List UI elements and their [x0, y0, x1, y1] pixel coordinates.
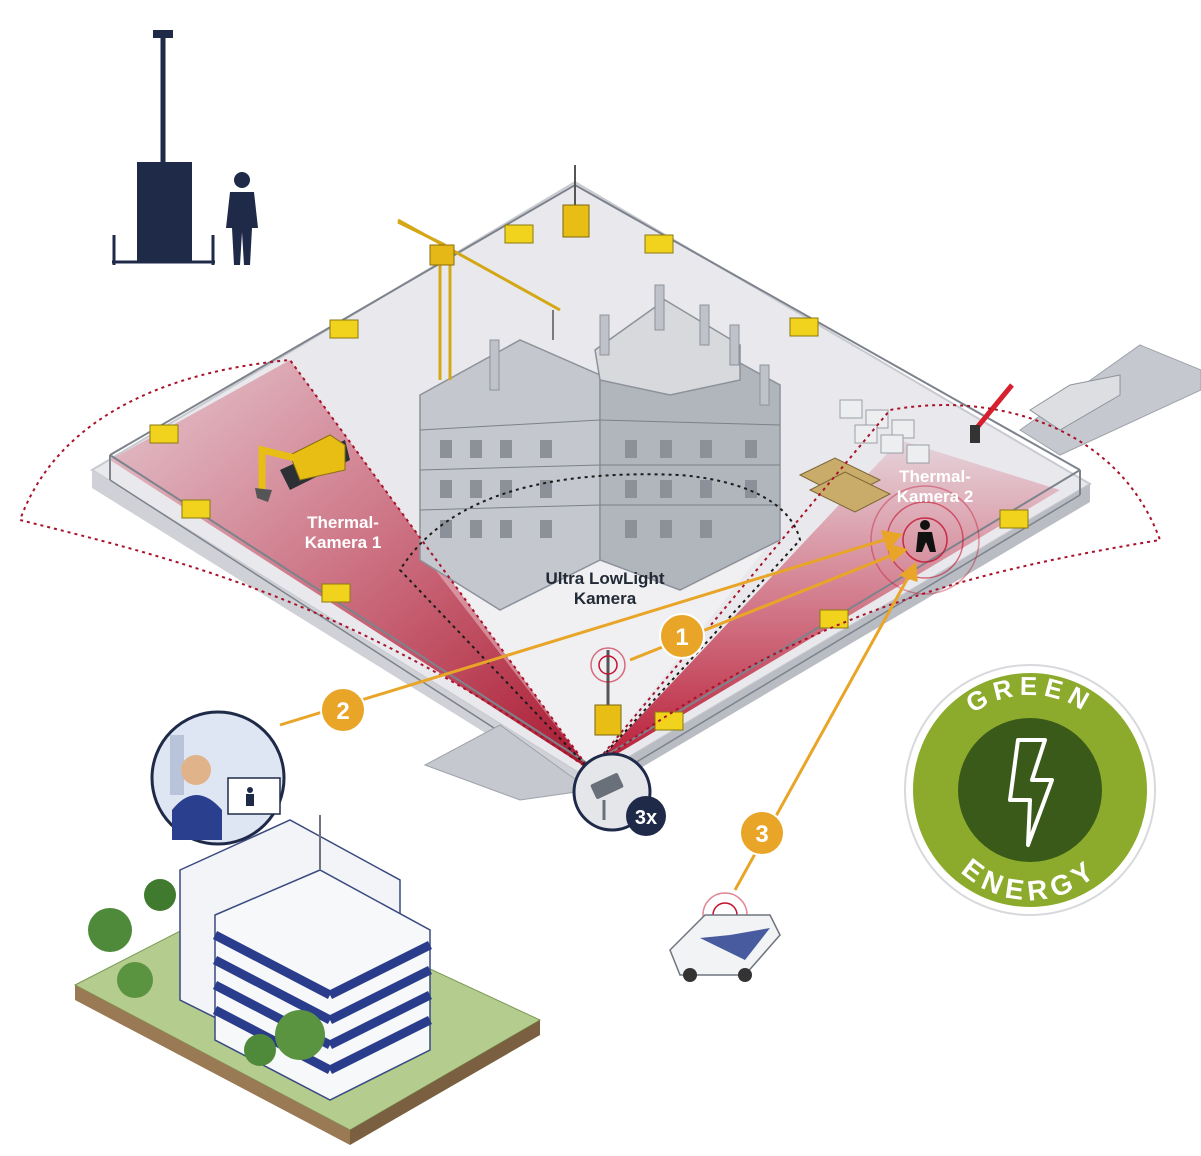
camera-badge: 3x: [574, 754, 666, 836]
green-energy-badge: GREEN ENERGY: [905, 665, 1155, 915]
access-road: [1020, 345, 1201, 455]
thermal-camera-2-line-1: Thermal-: [899, 467, 971, 486]
camera-count: 3x: [635, 807, 657, 829]
intruder-on-screen-icon: [246, 787, 254, 806]
step-2-marker: 2: [321, 688, 365, 732]
mobile-camera-tower: [112, 30, 215, 265]
operator-view: [152, 712, 284, 844]
thermal-camera-1-line-1: Thermal-: [307, 513, 379, 532]
lowlight-camera-line-2: Kamera: [574, 589, 637, 608]
lowlight-camera-line-1: Ultra LowLight: [546, 569, 665, 588]
thermal-camera-2-line-2: Kamera 2: [897, 487, 974, 506]
thermal-camera-1-line-2: Kamera 1: [305, 533, 382, 552]
person-silhouette: [226, 172, 258, 265]
step-3-marker: 3: [740, 811, 784, 855]
step-2-number: 2: [336, 698, 349, 725]
police-car: [670, 893, 780, 982]
thermal-camera-2-label: Thermal- Kamera 2: [897, 467, 974, 506]
step-3-number: 3: [755, 821, 768, 848]
step-1-marker: 1: [660, 614, 704, 658]
thermal-camera-1-label: Thermal- Kamera 1: [305, 513, 382, 552]
step-1-number: 1: [675, 624, 688, 651]
